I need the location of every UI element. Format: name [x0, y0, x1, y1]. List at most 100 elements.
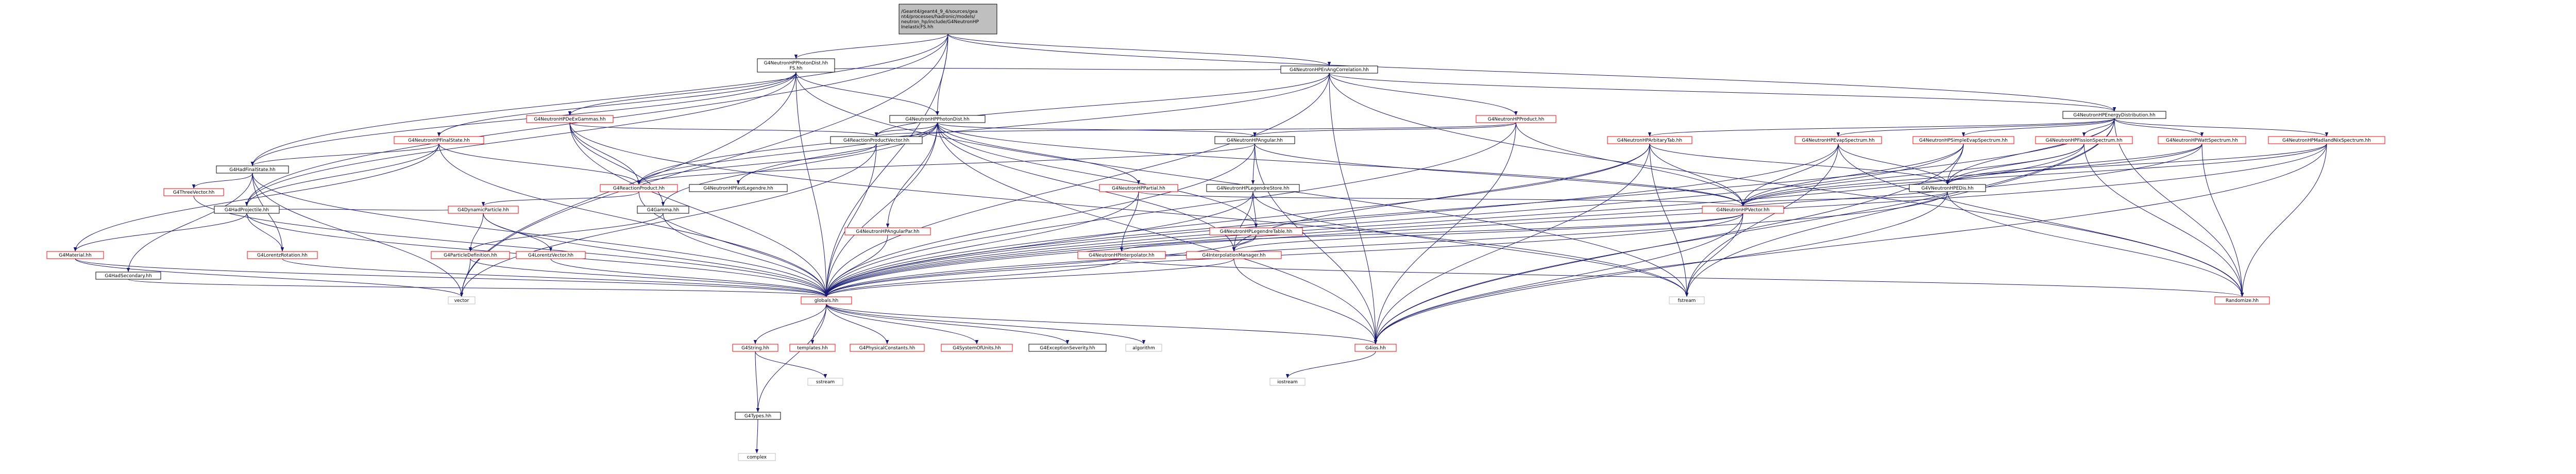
node-reactionproduct[interactable]: G4ReactionProduct.hh [600, 184, 678, 192]
edge-energyangular-to-hpproduct [1329, 73, 1518, 116]
edge-dynamicparticle-to-particledef [468, 213, 484, 252]
edge-photondist-to-angular [937, 122, 1257, 137]
edge-finalstate-to-globals [438, 143, 828, 297]
node-box-material [46, 251, 104, 259]
node-root[interactable]: /Geant4/geant4_9_4/sources/geant4/proces… [899, 4, 997, 35]
edge-reactionvec-to-reactionproduct [637, 143, 877, 185]
node-box-fastlegendre [689, 184, 788, 192]
node-fastlegendre[interactable]: G4NeutronHPFastLegendre.hh [689, 184, 788, 192]
node-gamma[interactable]: G4Gamma.hh [637, 206, 689, 214]
node-box-hadsecondary [95, 272, 161, 280]
edge-madland-to-globals [824, 143, 2327, 297]
node-partial[interactable]: G4NeutronHPPartial.hh [1099, 184, 1178, 192]
node-interpolator[interactable]: G4NeutronHPInterpolator.hh [1077, 251, 1166, 259]
node-lorentzrot[interactable]: G4LorentzRotation.hh [247, 251, 318, 259]
edge-evapspec-to-fstream [1685, 143, 1839, 297]
node-exceptionsev[interactable]: G4ExceptionSeverity.hh [1028, 344, 1107, 352]
node-globals[interactable]: globals.hh [801, 296, 852, 304]
node-label-energyangular: G4NeutronHPEnAngCorrelation.hh [1290, 67, 1369, 73]
node-box-arbitab [1607, 136, 1692, 144]
edge-dynamicparticle-to-globals [483, 213, 828, 297]
edge-gamma-to-particledef [468, 213, 664, 252]
node-label-physconst: G4PhysicalConstants.hh [859, 346, 916, 351]
edge-dexgamma-to-reactionproduct [569, 122, 641, 185]
node-g4ios[interactable]: G4ios.hh [1354, 344, 1397, 352]
edge-g4types-to-complex [755, 419, 759, 454]
node-label-hadfinal: G4HadFinalState.hh [229, 167, 276, 173]
node-legendretable[interactable]: G4NeutronHPLegendreTable.hh [1209, 227, 1303, 235]
node-energydist[interactable]: G4NeutronHPEnergyDistribution.hh [2062, 111, 2166, 119]
node-physconst[interactable]: G4PhysicalConstants.hh [850, 344, 925, 352]
node-box-g4string [732, 344, 778, 352]
node-dexgamma[interactable]: G4NeutronHPDeExGammas.hh [526, 115, 614, 123]
node-lorentzvec[interactable]: G4LorentzVector.hh [516, 251, 586, 259]
node-label-interpmanager: G4InterpolationManager.hh [1202, 253, 1265, 258]
edge-dexgamma-to-fstream [569, 122, 1689, 297]
node-hpvector[interactable]: G4NeutronHPVector.hh [1702, 206, 1784, 214]
edge-arbitab-to-vhpedis [1649, 143, 1950, 185]
node-particledef[interactable]: G4ParticleDefinition.hh [431, 251, 510, 259]
node-box-physconst [850, 344, 925, 352]
node-watt[interactable]: G4NeutronHPWattSpectrum.hh [2158, 136, 2246, 144]
node-g4types[interactable]: G4Types.hh [735, 412, 781, 420]
node-randomize[interactable]: Randomize.hh [2214, 296, 2270, 304]
edge-gamma-to-globals [663, 213, 828, 297]
edge-partial-to-hpvector [1138, 191, 1744, 207]
node-hadfinal[interactable]: G4HadFinalState.hh [216, 165, 289, 174]
node-vector: vector [448, 296, 476, 304]
node-finalstate[interactable]: G4NeutronHPFinalState.hh [394, 136, 484, 144]
node-fission[interactable]: G4NeutronHPFissionSpectrum.hh [2035, 136, 2133, 144]
node-energyangular[interactable]: G4NeutronHPEnAngCorrelation.hh [1280, 65, 1378, 74]
node-hadprojectile[interactable]: G4HadProjectile.hh [214, 206, 280, 214]
edge-energydist-to-fission [2082, 118, 2115, 137]
node-label-hpproduct: G4NeutronHPProduct.hh [1488, 117, 1545, 122]
edge-interpolator-to-randomize [1121, 258, 2244, 297]
node-systemofunits[interactable]: G4SystemOfUnits.hh [941, 344, 1013, 352]
node-interpmanager[interactable]: G4InterpolationManager.hh [1186, 251, 1282, 259]
node-hadsecondary[interactable]: G4HadSecondary.hh [95, 272, 161, 280]
node-angularpar[interactable]: G4NeutronHPAngularPar.hh [844, 227, 931, 235]
edge-madland-to-vhpedis [1945, 143, 2327, 185]
node-threevec[interactable]: G4ThreeVector.hh [163, 188, 224, 196]
edge-photondist-to-hpvector [937, 122, 1745, 207]
edge-arbitab-to-fstream [1649, 143, 1689, 297]
edge-hpproduct-to-hpvector [1516, 122, 1745, 207]
node-label-root: nt4/processes/hadronic/models/ [901, 14, 976, 20]
edge-energydist-to-arbitab [1648, 118, 2115, 137]
edge-hadfinal-to-hadsecondary [126, 173, 253, 273]
edge-hpvector-to-fstream [1685, 213, 1743, 297]
edge-photonuclear-to-photondist [795, 72, 939, 116]
edge-hpproduct-to-globals [824, 122, 1516, 297]
edge-photondist-to-gamma [661, 122, 938, 207]
node-box-hadfinal [216, 165, 289, 174]
node-madland[interactable]: G4NeutronHPMadlandNixSpectrum.hh [2268, 136, 2385, 144]
node-simpleevap[interactable]: G4NeutronHPSimpleEvapSpectrum.hh [1912, 136, 2014, 144]
node-material[interactable]: G4Material.hh [46, 251, 104, 259]
node-label-dexgamma: G4NeutronHPDeExGammas.hh [534, 117, 605, 122]
node-hpproduct[interactable]: G4NeutronHPProduct.hh [1476, 115, 1556, 123]
node-dynamicparticle[interactable]: G4DynamicParticle.hh [448, 206, 519, 214]
node-angular[interactable]: G4NeutronHPAngular.hh [1214, 136, 1295, 144]
node-arbitab[interactable]: G4NeutronHPArbitaryTab.hh [1607, 136, 1692, 144]
edge-dexgamma-to-globals [569, 122, 828, 297]
edge-energydist-to-randomize [2114, 118, 2244, 297]
node-label-gamma: G4Gamma.hh [647, 208, 680, 213]
node-label-madland: G4NeutronHPMadlandNixSpectrum.hh [2282, 138, 2371, 143]
node-templates[interactable]: templates.hh [789, 344, 836, 352]
edge-hpvector-to-globals [824, 213, 1743, 297]
node-g4string[interactable]: G4String.hh [732, 344, 778, 352]
node-vhpedis[interactable]: G4VNeutronHPEDis.hh [1909, 184, 1986, 192]
edge-lorentzrot-to-globals [282, 258, 828, 297]
node-legendrestore[interactable]: G4NeutronHPLegendreStore.hh [1206, 184, 1300, 192]
node-photondist[interactable]: G4NeutronHPPhotonDist.hh [889, 115, 986, 123]
edge-evapspec-to-vhpedis [1838, 143, 1950, 185]
node-box-algorithm [1125, 344, 1162, 352]
edge-madland-to-randomize [2240, 143, 2327, 297]
node-evapspec[interactable]: G4NeutronHPEvapSpectrum.hh [1794, 136, 1882, 144]
edge-lorentzvec-to-globals [550, 258, 828, 297]
edge-energydist-to-watt [2114, 118, 2204, 137]
node-label-finalstate: G4NeutronHPFinalState.hh [408, 138, 470, 143]
node-reactionvec[interactable]: G4ReactionProductVector.hh [830, 136, 923, 144]
edge-particledef-to-globals [470, 258, 828, 297]
